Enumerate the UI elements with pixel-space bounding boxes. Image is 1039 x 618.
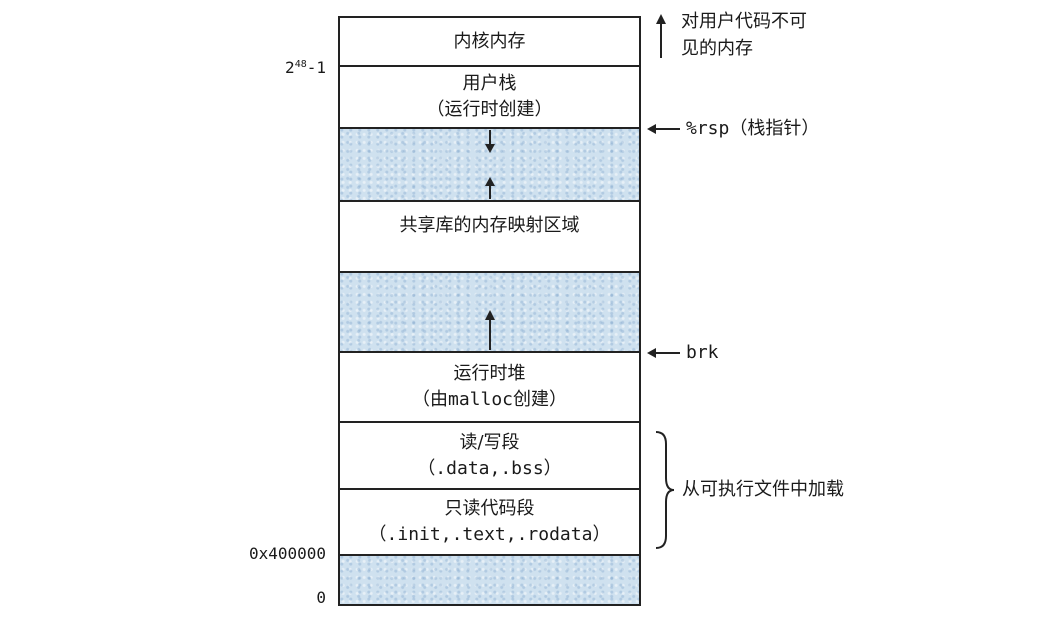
address-zero: 0 <box>316 588 326 607</box>
rsp-pointer-arrowhead <box>647 124 656 134</box>
kernel-memory-label: 内核内存 <box>453 30 526 52</box>
ro-title: 只读代码段 <box>444 498 535 519</box>
shared-grow-up-arrowhead <box>485 177 495 186</box>
ro-subtitle: （.init,.text,.rodata） <box>368 524 611 545</box>
divider-bottom <box>338 604 641 606</box>
loaded-from-file-label: 从可执行文件中加载 <box>682 479 844 500</box>
rw-subtitle: （.data,.bss） <box>417 457 562 479</box>
address-text-start: 0x400000 <box>248 544 326 563</box>
rsp-code: %rsp <box>686 118 730 139</box>
brk-pointer-arrowhead <box>647 348 656 358</box>
user-stack-title: 用户栈 <box>462 73 517 94</box>
kernel-memory-region: 内核内存 <box>338 17 641 66</box>
heap-title: 运行时堆 <box>453 363 526 384</box>
heap-grow-up-arrowhead <box>485 310 495 320</box>
kernel-note-line1: 对用户代码不可 <box>681 11 807 32</box>
divider-rw-ro <box>338 488 641 490</box>
kernel-up-arrowhead <box>656 14 666 24</box>
read-only-code-segment: 只读代码段 （.init,.text,.rodata） <box>338 489 641 555</box>
unused-low-region <box>338 555 641 605</box>
divider-kernel-stack <box>338 65 641 67</box>
divider-free-shared <box>338 200 641 202</box>
heap-subtitle: （由malloc创建） <box>411 389 568 410</box>
divider-stack-free <box>338 127 641 129</box>
kernel-note-line2: 见的内存 <box>681 38 753 59</box>
user-stack-subtitle: （运行时创建） <box>426 99 553 120</box>
rw-title: 读/写段 <box>459 431 520 453</box>
shared-libraries-region: 共享库的内存映射区域 <box>338 201 641 272</box>
loaded-segments-brace <box>655 431 675 549</box>
divider-shared-free <box>338 271 641 273</box>
divider-ro-unused <box>338 554 641 556</box>
address-top: 248-1 <box>285 58 326 77</box>
divider-heap-rw <box>338 421 641 423</box>
rsp-note: （栈指针） <box>729 118 820 139</box>
divider-top <box>338 16 641 18</box>
stack-grow-down-arrowhead <box>485 144 495 153</box>
user-stack-region: 用户栈 （运行时创建） <box>338 66 641 128</box>
runtime-heap-region: 运行时堆 （由malloc创建） <box>338 352 641 422</box>
shared-libraries-label: 共享库的内存映射区域 <box>399 215 580 236</box>
read-write-segment: 读/写段 （.data,.bss） <box>338 422 641 489</box>
divider-free-heap <box>338 351 641 353</box>
rsp-label: %rsp（栈指针） <box>686 117 819 141</box>
brk-label: brk <box>686 342 719 363</box>
malloc-code: malloc <box>447 389 514 410</box>
